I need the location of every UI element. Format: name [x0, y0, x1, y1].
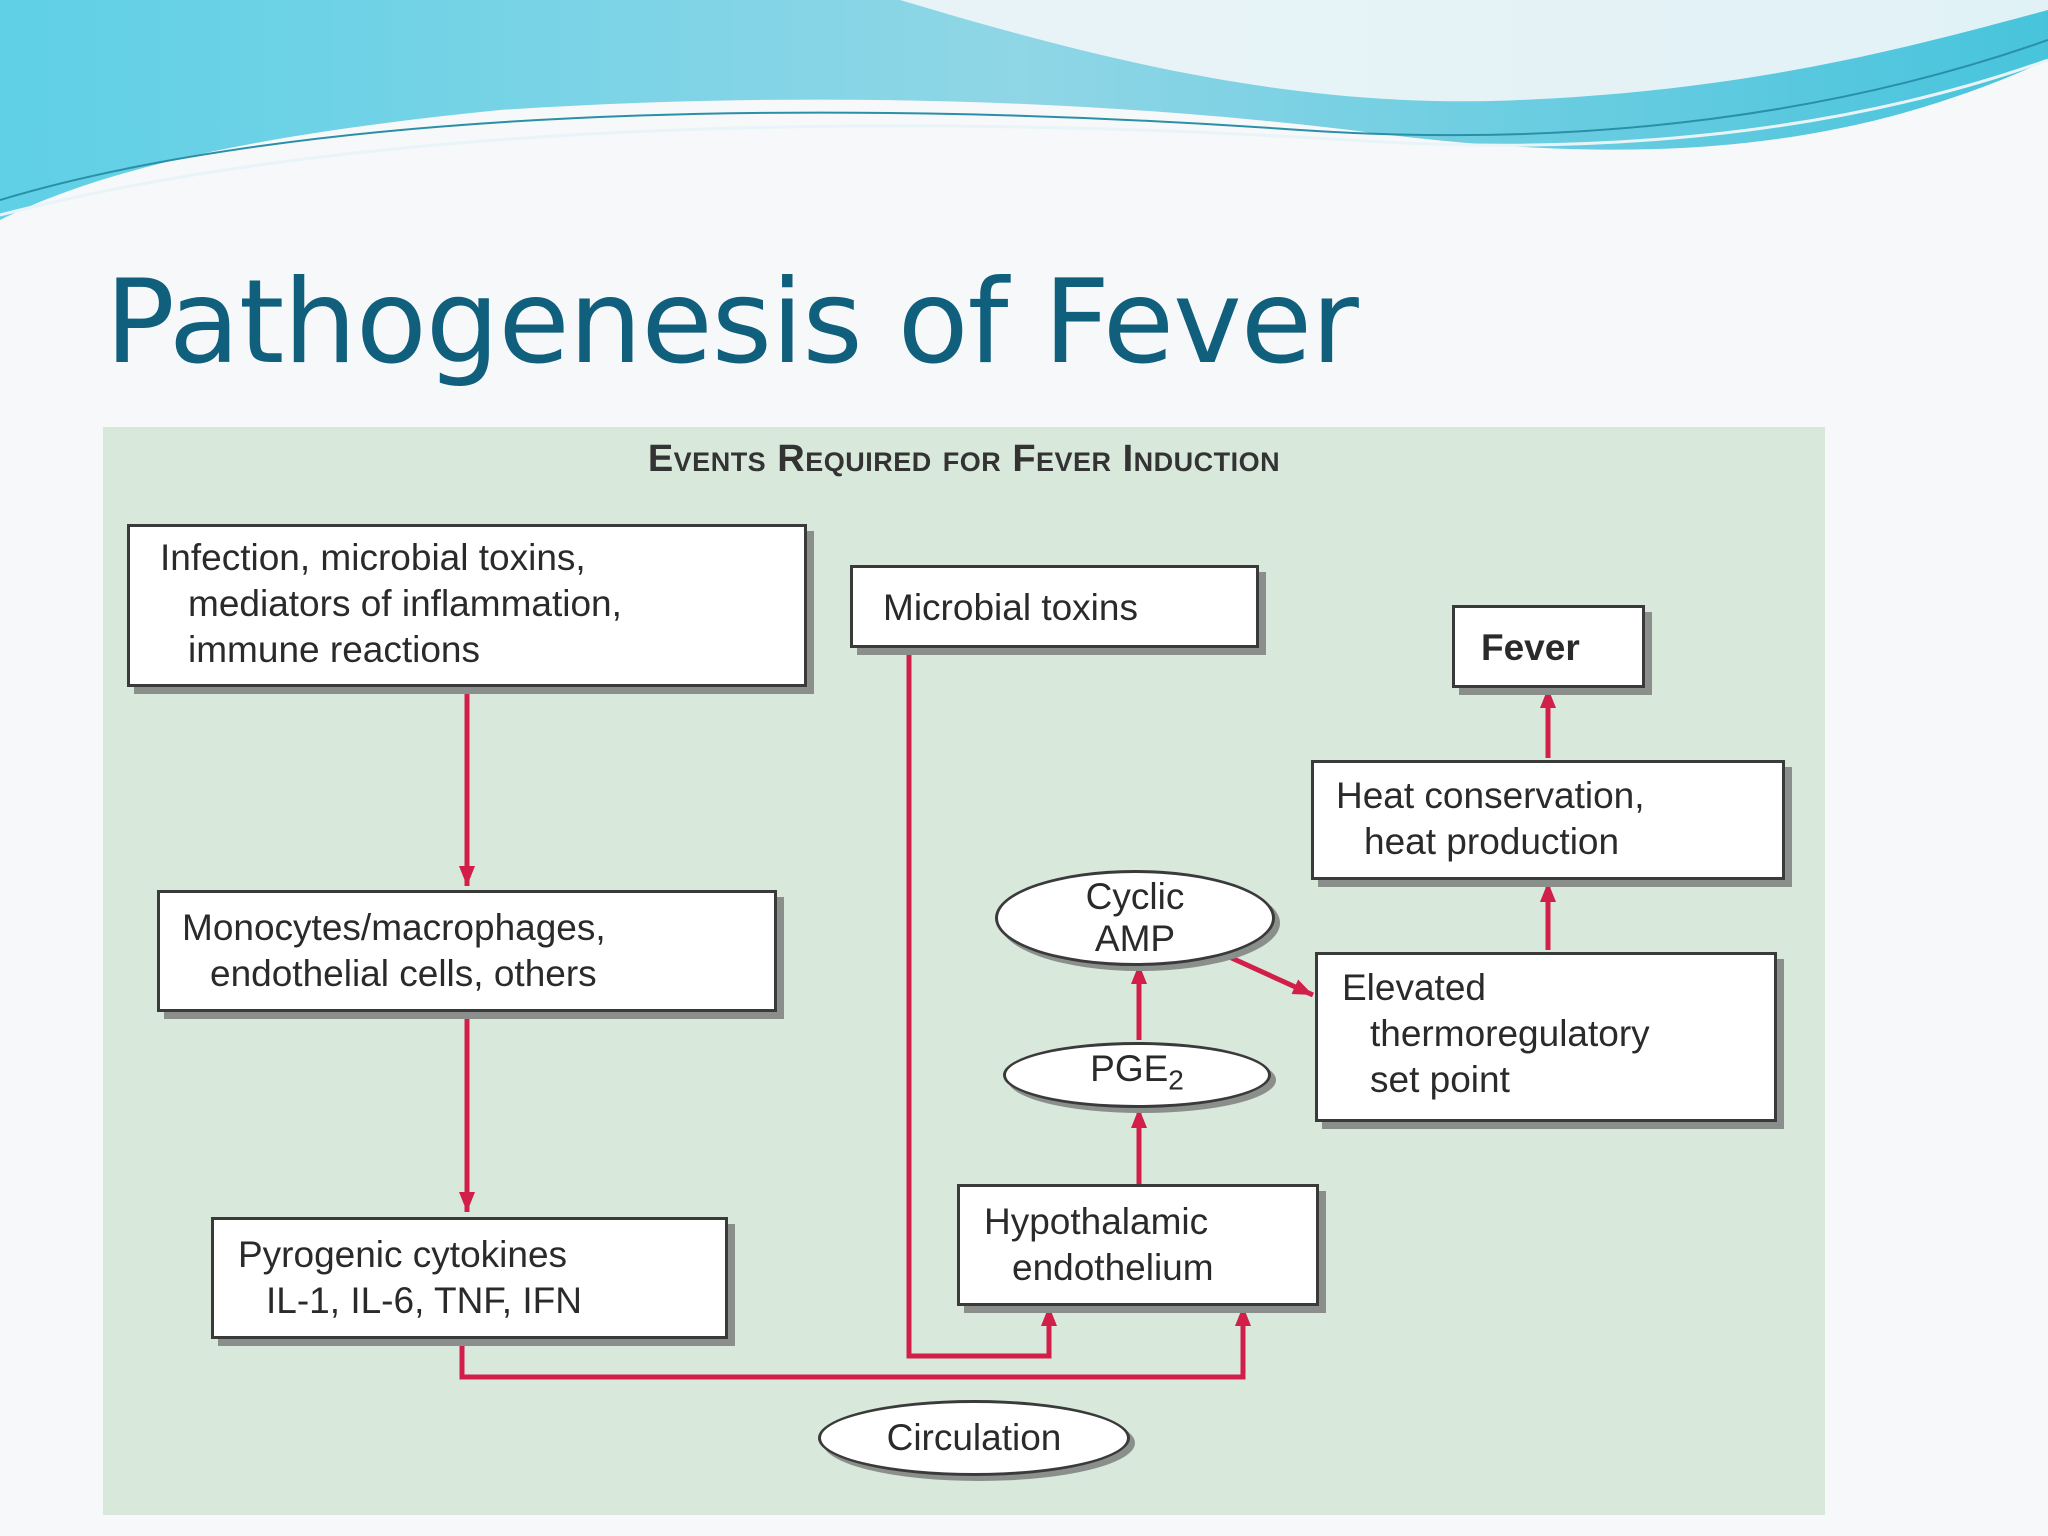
microbial-toxins-box: Microbial toxins	[850, 565, 1259, 648]
monocytes-box: Monocytes/macrophages, endothelial cells…	[157, 890, 777, 1012]
pge2-label: PGE2	[1006, 1048, 1268, 1101]
pge2-subscript: 2	[1168, 1064, 1184, 1096]
diagram-title: Events Required for Fever Induction	[647, 438, 1281, 480]
header-wave-decoration	[0, 0, 2048, 220]
circulation-oval: Circulation	[818, 1400, 1130, 1476]
setpoint-box-line-1: Elevated	[1342, 967, 1486, 1008]
fever-box: Fever	[1452, 605, 1645, 688]
hypothalamic-box-line-2: endothelium	[1012, 1247, 1214, 1288]
heat-box-line-1: Heat conservation,	[1336, 775, 1645, 816]
cytokines-box: Pyrogenic cytokines IL-1, IL-6, TNF, IFN	[211, 1217, 728, 1339]
microbial-toxins-label: Microbial toxins	[883, 587, 1138, 628]
heat-box-line-2: heat production	[1364, 821, 1620, 862]
cytokines-box-line-2: IL-1, IL-6, TNF, IFN	[266, 1280, 582, 1321]
arrow-cytokines-to-hypothalamic	[459, 1306, 1251, 1380]
infection-box-line-2: mediators of inflammation,	[188, 583, 622, 624]
hypothalamic-box: Hypothalamic endothelium	[957, 1184, 1319, 1306]
hypothalamic-box-line-1: Hypothalamic	[984, 1201, 1209, 1242]
fever-label: Fever	[1481, 627, 1580, 668]
setpoint-box-line-3: set point	[1370, 1059, 1510, 1100]
setpoint-box-line-2: thermoregulatory	[1370, 1013, 1650, 1054]
arrow-toxins-to-hypothalamic	[906, 653, 1057, 1359]
pge2-oval: PGE2	[1003, 1042, 1271, 1108]
cytokines-box-line-1: Pyrogenic cytokines	[238, 1234, 568, 1275]
monocytes-box-line-2: endothelial cells, others	[210, 953, 597, 994]
infection-box-line-1: Infection, microbial toxins,	[160, 537, 586, 578]
slide-title: Pathogenesis of Fever	[105, 255, 1359, 390]
arrow-camp-to-setpoint	[1223, 952, 1315, 998]
cyclic-amp-line-2: AMP	[1094, 918, 1176, 959]
circulation-label: Circulation	[886, 1417, 1062, 1458]
cyclic-amp-oval: Cyclic AMP	[995, 870, 1275, 966]
infection-box-line-3: immune reactions	[188, 629, 481, 670]
pge2-base: PGE	[1090, 1048, 1169, 1090]
setpoint-box: Elevated thermoregulatory set point	[1315, 952, 1777, 1122]
cyclic-amp-line-1: Cyclic	[1085, 876, 1185, 917]
heat-box: Heat conservation, heat production	[1311, 760, 1785, 880]
monocytes-box-line-1: Monocytes/macrophages,	[182, 907, 606, 948]
infection-box: Infection, microbial toxins, mediators o…	[127, 524, 807, 687]
